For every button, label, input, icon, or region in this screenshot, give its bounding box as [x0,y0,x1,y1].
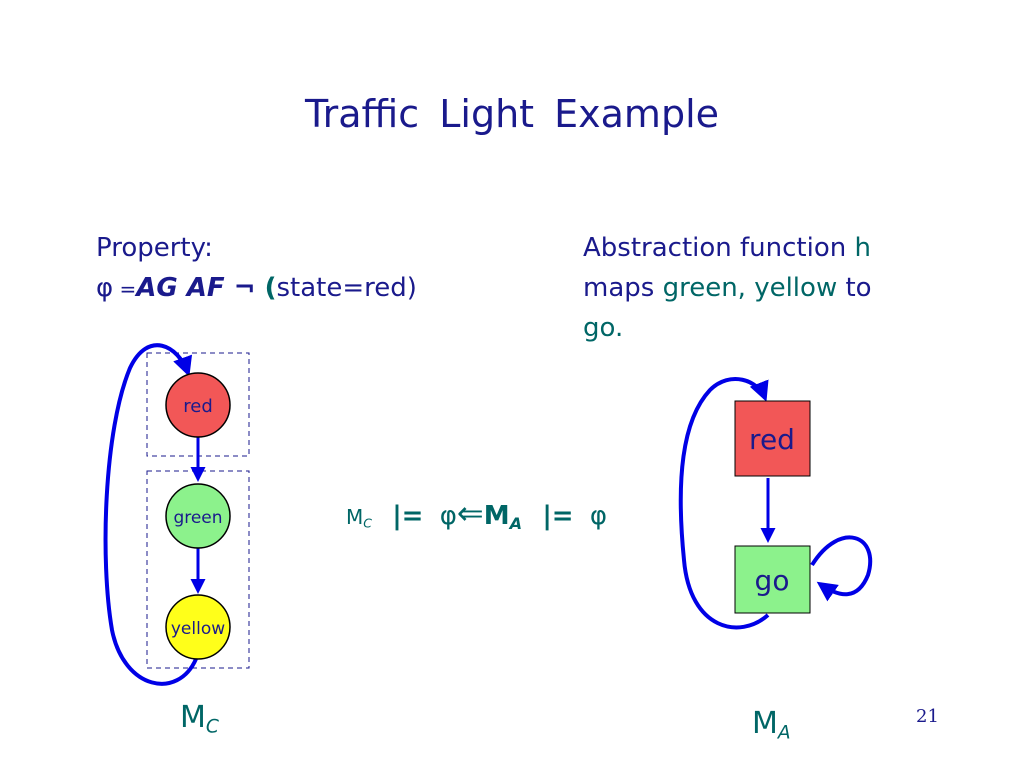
abstraction-block: Abstraction function h maps green, yello… [583,228,872,348]
property-block: Property: φ =AG AF ¬ (state=red) [96,228,417,309]
edge-abs-go-self-loop [810,535,872,602]
abs-state-red-box [734,400,811,477]
edge-abs-go-to-red [678,377,770,630]
state-green-circle [165,483,231,549]
phi-symbol-1: φ [439,501,457,531]
models-symbol-2: |= [542,501,574,531]
maps-word: maps [583,273,663,303]
state-red-label: red [183,396,213,417]
property-formula: φ =AG AF ¬ (state=red) [96,268,417,309]
go-state: go. [583,313,624,343]
property-heading: Property: [96,233,213,263]
abs-state-red-label: red [749,423,795,456]
abstract-model-label: MA [752,706,791,744]
state-red-circle [165,372,231,438]
abs-state-go-box [734,545,811,614]
mc-label: MC [346,505,372,531]
models-symbol-1: |= [392,501,424,531]
implied-by-arrow: ⇐ [456,494,484,532]
state-yellow-label: yellow [171,619,225,639]
state-green-label: green [173,508,222,528]
phi-symbol: φ [96,273,114,303]
negation-symbol: ¬ [224,273,265,303]
function-name: h [854,233,871,263]
concrete-model-label: MC [180,700,219,738]
abstraction-line2: maps green, yellow to [583,268,872,308]
model-relation: MC |= φ⇐MA |= φ [346,494,607,533]
state-yellow-circle [165,594,231,660]
equals-sign: = [113,277,137,301]
edge-yellow-to-red [103,343,198,686]
page-title: Traffic Light Example [304,92,720,136]
formula-rest: state=red) [276,273,417,303]
abs-state-go-label: go [755,564,790,597]
abstract-group-go-box [146,470,250,669]
open-paren: ( [264,273,277,303]
to-word: to [837,273,872,303]
page-number: 21 [916,706,939,727]
ma-label: MA [483,501,523,533]
phi-symbol-2: φ [589,501,608,531]
abstraction-label: Abstraction function [583,233,855,263]
green-yellow-states: green, yellow [662,273,838,303]
abstraction-line1: Abstraction function h [583,228,872,268]
ag-af-operator: AG AF [136,273,225,303]
